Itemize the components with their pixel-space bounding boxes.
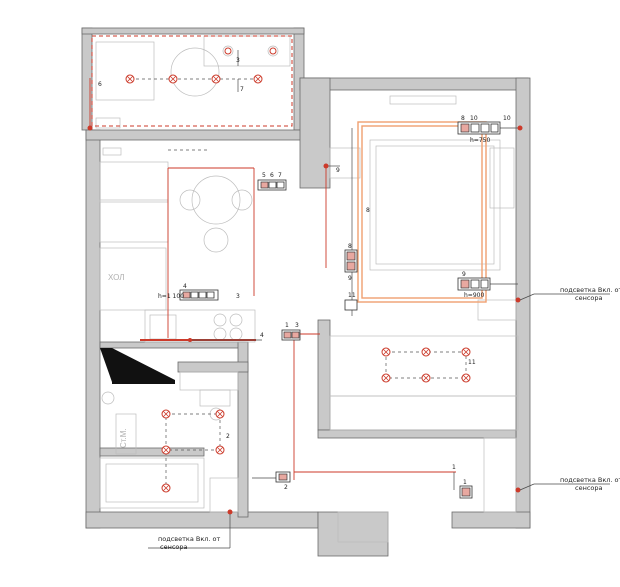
label-8c: 8 <box>461 115 465 122</box>
label-h900: h=900 <box>464 292 484 299</box>
label-9: 9 <box>336 167 340 174</box>
label-9b: 9 <box>348 275 352 282</box>
label-2b: 2 <box>284 484 288 491</box>
outlet-dot <box>515 297 521 303</box>
lamp-icon <box>125 74 135 84</box>
sensor-note-3-line1: подсветка Вкл. от <box>158 535 221 543</box>
lamp-icon <box>168 74 178 84</box>
label-3b: 3 <box>236 293 240 300</box>
label-10: 10 <box>470 115 478 122</box>
outlet-dot <box>323 163 329 169</box>
sensor-note-3-line2: сенсора <box>160 543 187 551</box>
outlet-dot <box>515 487 521 493</box>
sensor-note-2-line2: сенсора <box>575 484 602 492</box>
label-10b: 10 <box>503 115 511 122</box>
label-3c: 3 <box>295 322 299 329</box>
label-6: 6 <box>98 81 102 88</box>
label-1c: 1 <box>463 479 467 486</box>
furniture <box>95 35 519 543</box>
lamp-icon <box>161 445 171 455</box>
lamp-icon <box>381 373 391 383</box>
label-4: 4 <box>183 283 187 290</box>
sensor-note-2-line1: подсветка Вкл. от <box>560 476 620 484</box>
label-5: 5 <box>262 172 266 179</box>
label-8: 8 <box>366 207 370 214</box>
label-8b: 8 <box>348 243 352 250</box>
room-label-hall: ХОЛ <box>108 273 124 282</box>
lamp-icon <box>215 409 225 419</box>
sensor-note-1-line1: подсветка Вкл. от <box>560 286 620 294</box>
label-h1100: h=1 100 <box>158 293 184 300</box>
lamp-icon <box>381 347 391 357</box>
lamp-icon <box>461 347 471 357</box>
label-11b: 11 <box>468 359 476 366</box>
circuit-labels: 6 3 7 5 6 7 4 h=1 100 3 4 9 8 8 9 8 10 1… <box>98 57 511 491</box>
label-1b: 1 <box>452 464 456 471</box>
outlet-dot <box>517 125 523 131</box>
label-11: 11 <box>348 292 356 299</box>
outlet-dot <box>188 338 192 342</box>
lamp-icon <box>421 347 431 357</box>
label-7: 7 <box>240 86 244 93</box>
sensor-note-1-line2: сенсора <box>575 294 602 302</box>
lamp-icon <box>215 445 225 455</box>
lamp-icon <box>421 373 431 383</box>
label-7b: 7 <box>278 172 282 179</box>
lamp-icon <box>161 483 171 493</box>
room-labels: ХОЛ Ст.М. <box>108 273 128 448</box>
label-2: 2 <box>226 433 230 440</box>
lamp-icon <box>253 74 263 84</box>
label-9c: 9 <box>462 271 466 278</box>
lamp-icon <box>461 373 471 383</box>
lamp-icon <box>161 409 171 419</box>
sensor-notes: подсветка Вкл. от сенсора подсветка Вкл.… <box>148 286 620 551</box>
lamp-icon <box>224 47 232 55</box>
room-label-bath: Ст.М. <box>119 428 128 448</box>
label-4b: 4 <box>260 332 264 339</box>
walls <box>81 27 531 557</box>
lamp-icon <box>269 47 277 55</box>
black-wedges <box>100 348 175 384</box>
outlet-dot <box>227 509 233 515</box>
outlet-dot <box>87 125 93 131</box>
label-1: 1 <box>285 322 289 329</box>
label-h750: h=750 <box>470 137 490 144</box>
label-6b: 6 <box>270 172 274 179</box>
switches <box>179 121 501 499</box>
lamp-icon <box>211 74 221 84</box>
label-3: 3 <box>236 57 240 64</box>
lamps <box>87 47 523 515</box>
